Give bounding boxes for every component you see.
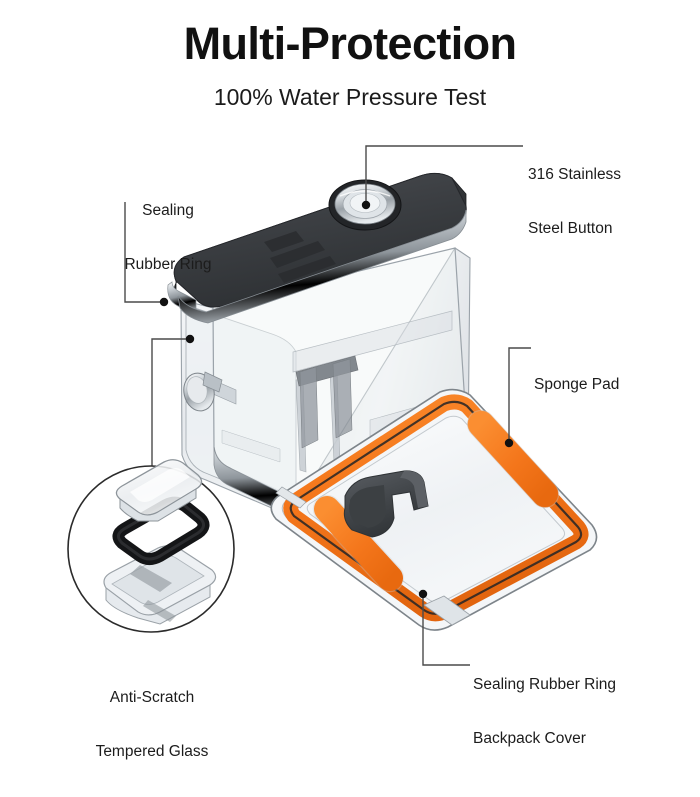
black-top-lid (167, 172, 467, 316)
dot-sealing-ring (159, 297, 169, 307)
side-power-button[interactable] (180, 370, 223, 413)
sponge-pad-strips (312, 409, 560, 593)
dot-stainless-button (361, 200, 371, 210)
lid-vent-lines (264, 231, 336, 283)
lens-housing-skirt (105, 584, 211, 625)
callout-sealing-rubber-ring: Sealing Rubber Ring (78, 166, 258, 310)
callout-backpack-cover-line2: Backpack Cover (473, 729, 586, 747)
magnifier-leader-dot (185, 334, 195, 344)
callout-tempered-glass-line2: Tempered Glass (95, 742, 209, 760)
tempered-glass-thickness (119, 488, 197, 522)
callout-sponge-pad: Sponge Pad (534, 340, 619, 430)
callout-backpack-cover-line1: Sealing Rubber Ring (473, 675, 617, 693)
dot-backpack-cover (418, 589, 428, 599)
infographic-page: Multi-Protection 100% Water Pressure Tes… (67, 18, 622, 760)
callout-sealing-rubber-ring-line1: Sealing (142, 201, 194, 219)
product-illustration (67, 145, 598, 666)
callout-leader-lines (124, 145, 531, 666)
callout-stainless-steel-button: 316 Stainless Steel Button (528, 130, 621, 274)
magnifier-connector-line (151, 338, 190, 466)
callout-stainless-steel-button-line1: 316 Stainless (528, 165, 622, 183)
backdoor-hinge-arm (275, 486, 307, 509)
leader-backpack-cover (422, 594, 470, 666)
mount-bracket (343, 470, 429, 538)
callout-tempered-glass-line1: Anti-Scratch (109, 688, 195, 706)
page-title: Multi-Protection (183, 18, 517, 69)
case-sealing-rubber-ring (177, 209, 467, 324)
callout-backpack-cover: Sealing Rubber Ring Backpack Cover (473, 640, 616, 784)
case-interior-structure (221, 310, 453, 473)
backdoor-assembly (270, 388, 598, 631)
callout-sealing-rubber-ring-line2: Rubber Ring (124, 255, 212, 273)
callout-sponge-pad-line1: Sponge Pad (534, 375, 620, 393)
backdoor-latch (423, 595, 471, 626)
magnifier-lens-detail (67, 334, 235, 633)
page-subtitle: 100% Water Pressure Test (213, 84, 487, 110)
callout-tempered-glass: Anti-Scratch Tempered Glass (62, 653, 242, 797)
leader-stainless-button (365, 145, 523, 205)
callout-dots (159, 200, 514, 599)
leader-sealing-ring (124, 202, 163, 303)
dot-sponge-pad (504, 438, 514, 448)
callout-stainless-steel-button-line2: Steel Button (528, 219, 613, 237)
leader-sponge-pad (508, 347, 531, 443)
